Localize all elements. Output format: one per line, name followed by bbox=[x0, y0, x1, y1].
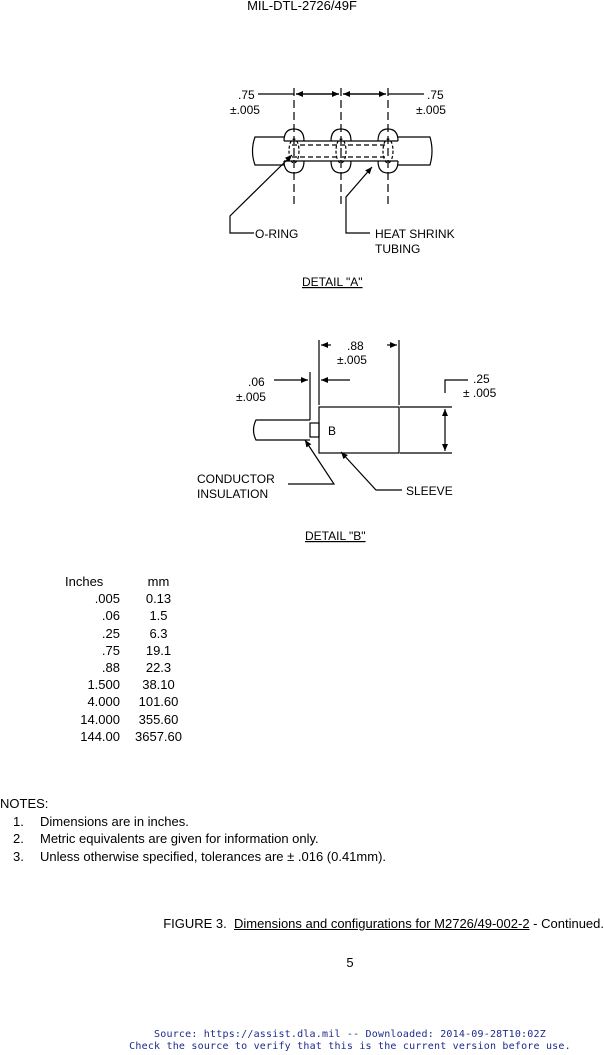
detail-a-dim-right-tol: ±.005 bbox=[416, 103, 446, 117]
caption-prefix: FIGURE 3. bbox=[163, 916, 234, 931]
inches-cell: .005 bbox=[94, 591, 120, 607]
note-number: 3. bbox=[13, 848, 24, 864]
table-row: 1.500 38.10 bbox=[65, 676, 197, 693]
table-row: .25 6.3 bbox=[65, 625, 197, 642]
detail-a-heat-shrink-label: HEAT SHRINK bbox=[375, 227, 455, 241]
detail-a-title: DETAIL "A" bbox=[302, 275, 363, 289]
detail-b-dim-right-value: .25 bbox=[473, 372, 490, 386]
note-number: 2. bbox=[13, 831, 24, 846]
detail-b-sleeve-label: SLEEVE bbox=[406, 484, 453, 498]
mm-cell: 22.3 bbox=[145, 660, 172, 676]
detail-b-title: DETAIL "B" bbox=[305, 529, 366, 543]
detail-a-labels: .75 ±.005 .75 ±.005 O-RING HEAT SHRINK T… bbox=[230, 88, 455, 289]
detail-b-conductor-label: CONDUCTOR bbox=[197, 472, 275, 486]
notes-heading: NOTES: bbox=[0, 796, 49, 811]
detail-b-drawing bbox=[252, 340, 468, 491]
caption-title: Dimensions and configurations for M2726/… bbox=[234, 916, 530, 931]
detail-b-labels: .88 ±.005 .06 ±.005 .25 ± .005 B CONDUCT… bbox=[197, 339, 497, 543]
detail-b-dim-right-tol: ± .005 bbox=[463, 386, 497, 400]
detail-b-dim-top-tol: ±.005 bbox=[337, 353, 367, 367]
document-id-header: MIL-DTL-2726/49F bbox=[247, 0, 357, 13]
inches-column-header: Inches bbox=[65, 574, 104, 589]
mm-cell: 355.60 bbox=[138, 711, 179, 727]
detail-a-oring-label: O-RING bbox=[255, 227, 298, 241]
detail-a-dim-left-value: .75 bbox=[238, 88, 255, 102]
inches-cell: .88 bbox=[101, 660, 120, 676]
mm-cell: 19.1 bbox=[145, 642, 172, 658]
note-text: Metric equivalents are given for informa… bbox=[40, 831, 319, 846]
footer-source-line: Source: https://assist.dla.mil -- Downlo… bbox=[154, 1029, 546, 1040]
detail-a-drawing bbox=[229, 88, 433, 234]
mm-cell: 0.13 bbox=[145, 591, 172, 607]
table-row: .88 22.3 bbox=[65, 659, 197, 676]
detail-b-insulation-label: INSULATION bbox=[197, 487, 268, 501]
detail-a-tubing-label: TUBING bbox=[375, 242, 420, 256]
note-item: 3. Unless otherwise specified, tolerances… bbox=[0, 848, 386, 866]
table-header-row: Inches mm bbox=[65, 573, 197, 590]
mm-cell: 3657.60 bbox=[135, 728, 182, 744]
mm-cell: 6.3 bbox=[149, 625, 168, 641]
inches-cell: .06 bbox=[101, 608, 120, 624]
inches-cell: 4.000 bbox=[87, 694, 120, 710]
note-number: 1. bbox=[13, 813, 24, 829]
mm-column-header: mm bbox=[147, 574, 170, 589]
mm-cell: 101.60 bbox=[138, 694, 179, 710]
inches-cell: .75 bbox=[101, 642, 120, 658]
unit-conversion-table: Inches mm .005 0.13 .06 1.5 .25 6.3 .75 19.1… bbox=[65, 573, 197, 745]
table-row: .005 0.13 bbox=[65, 590, 197, 607]
detail-a-dim-right-value: .75 bbox=[427, 88, 444, 102]
note-text: Dimensions are in inches. bbox=[40, 813, 189, 829]
note-text: Unless otherwise specified, tolerances a… bbox=[40, 848, 387, 864]
note-item: 2. Metric equivalents are given for infor… bbox=[0, 830, 386, 848]
detail-b-sleeve-letter: B bbox=[328, 424, 336, 438]
inches-cell: 144.00 bbox=[80, 728, 120, 744]
figure-caption: FIGURE 3. Dimensions and configurations … bbox=[163, 916, 604, 931]
caption-suffix: - Continued. bbox=[529, 916, 604, 931]
footer-verify-line: Check the source to verify that this is … bbox=[129, 1041, 571, 1052]
notes-section: NOTES: 1. Dimensions are in inches. 2. Met… bbox=[0, 795, 386, 865]
table-row: 4.000 101.60 bbox=[65, 693, 197, 710]
table-row: .75 19.1 bbox=[65, 642, 197, 659]
inches-cell: 1.500 bbox=[87, 677, 120, 693]
mm-cell: 1.5 bbox=[149, 608, 168, 624]
mm-cell: 38.10 bbox=[142, 677, 175, 693]
detail-b-dim-left-value: .06 bbox=[248, 375, 265, 389]
detail-a-dim-left-tol: ±.005 bbox=[230, 103, 260, 117]
technical-drawing: .75 ±.005 .75 ±.005 O-RING HEAT SHRINK T… bbox=[197, 88, 497, 543]
table-row: 14.000 355.60 bbox=[65, 711, 197, 728]
table-row: 144.00 3657.60 bbox=[65, 728, 197, 745]
detail-b-dim-left-tol: ±.005 bbox=[236, 390, 266, 404]
table-row: .06 1.5 bbox=[65, 607, 197, 624]
note-item: 1. Dimensions are in inches. bbox=[0, 813, 386, 831]
detail-b-dim-top-value: .88 bbox=[347, 339, 364, 353]
inches-cell: 14.000 bbox=[80, 711, 120, 727]
page-number: 5 bbox=[346, 955, 354, 970]
inches-cell: .25 bbox=[101, 625, 120, 641]
